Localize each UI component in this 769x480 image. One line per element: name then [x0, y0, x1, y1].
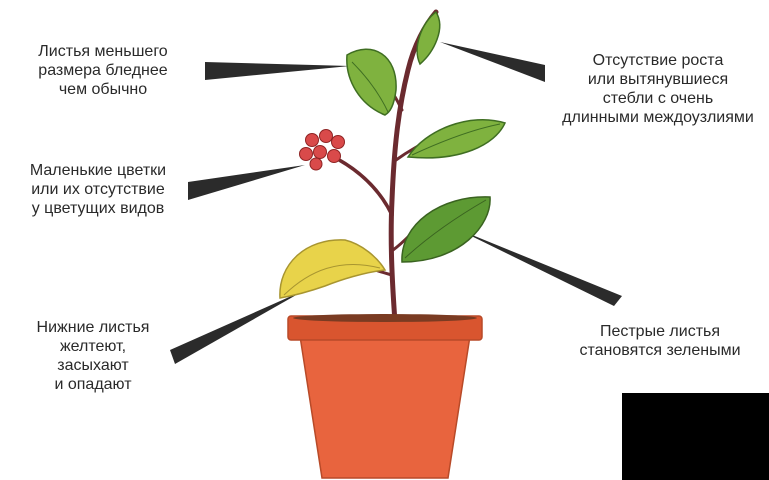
leaf-top: [417, 12, 440, 64]
pointer-variegated: [455, 228, 622, 306]
pointer-small-leaves: [205, 62, 350, 80]
label-small-leaves: Листья меньшего размера бледнее чем обыч…: [8, 42, 198, 99]
main-stem: [391, 12, 436, 322]
label-line: чем обычно: [8, 80, 198, 99]
label-flowers: Маленькие цветки или их отсутствие у цве…: [8, 161, 188, 218]
leaf-yellow: [280, 240, 385, 298]
pointer-flowers: [188, 165, 305, 200]
label-line: желтеют,: [8, 337, 178, 356]
flower-cluster: [300, 130, 345, 171]
label-line: и опадают: [8, 375, 178, 394]
flower: [314, 146, 327, 159]
label-line: длинными междоузлиями: [548, 108, 768, 127]
label-line: Отсутствие роста: [548, 51, 768, 70]
label-line: стебли с очень: [548, 89, 768, 108]
label-line: становятся зелеными: [560, 341, 760, 360]
label-line: у цветущих видов: [8, 199, 188, 218]
flower: [306, 134, 319, 147]
label-line: размера бледнее: [8, 61, 198, 80]
branch-flower: [330, 155, 392, 215]
label-growth: Отсутствие роста или вытянувшиеся стебли…: [548, 51, 768, 127]
flower: [300, 148, 313, 161]
leaf-upper-right: [408, 120, 505, 158]
label-line: или вытянувшиеся: [548, 70, 768, 89]
label-line: или их отсутствие: [8, 180, 188, 199]
pointer-growth: [440, 42, 545, 82]
label-line: засыхают: [8, 356, 178, 375]
pot-body: [300, 336, 470, 478]
label-line: Пестрые листья: [560, 322, 760, 341]
label-line: Нижние листья: [8, 318, 178, 337]
flower: [310, 158, 322, 170]
leaf-lower-right: [402, 197, 490, 262]
pot-soil: [293, 314, 477, 322]
flower: [320, 130, 333, 143]
label-line: Листья меньшего: [8, 42, 198, 61]
leaf-upper-left: [347, 49, 396, 115]
label-variegated: Пестрые листья становятся зелеными: [560, 322, 760, 360]
flower: [328, 150, 341, 163]
pointer-yellow-leaves: [170, 290, 305, 364]
black-overlay-box: [622, 393, 769, 480]
flower: [332, 136, 345, 149]
label-yellow-leaves: Нижние листья желтеют, засыхают и опадаю…: [8, 318, 178, 394]
label-line: Маленькие цветки: [8, 161, 188, 180]
